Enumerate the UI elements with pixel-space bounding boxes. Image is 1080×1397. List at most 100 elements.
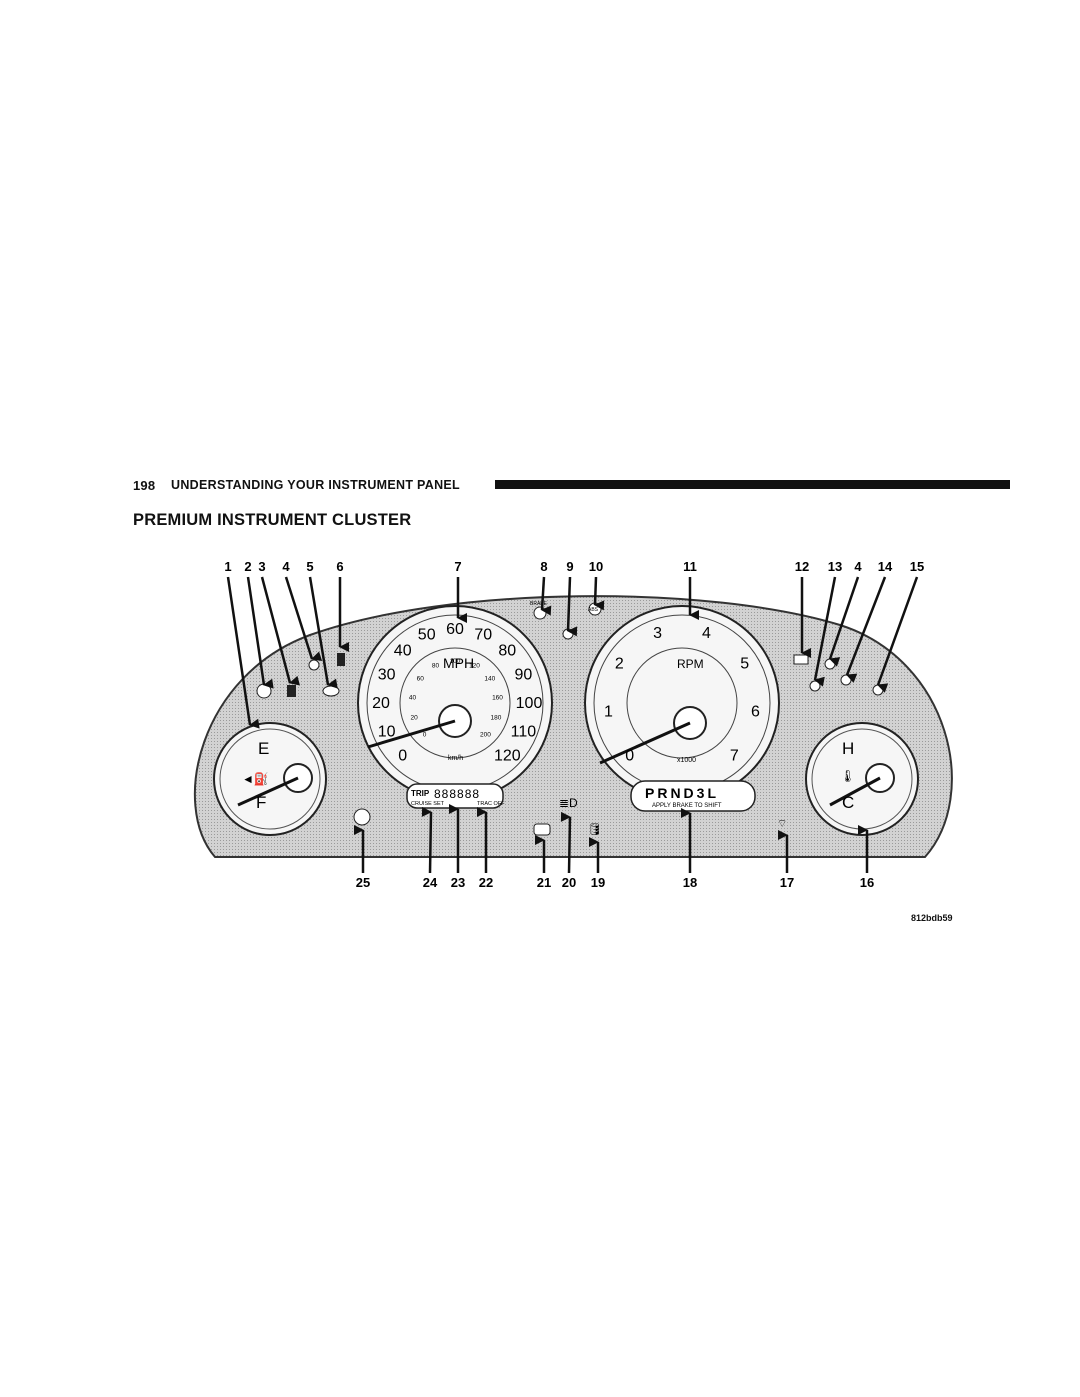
callout-leader: [845, 576, 887, 683]
prndl-gears: PRND3L: [645, 785, 719, 801]
callout-number: 9: [566, 559, 573, 574]
mph-tick-label: 110: [511, 723, 537, 740]
callout-number: 6: [336, 559, 343, 574]
tachometer-multiplier: x1000: [677, 757, 696, 764]
temperature-gauge: H C 🌡: [805, 722, 919, 836]
headlamp-icon: ≣D: [559, 796, 578, 810]
turn-signal-lamp: [872, 684, 884, 696]
tach-tick-label: 7: [730, 747, 739, 764]
figure-id: 812bdb59: [911, 913, 953, 923]
callout-leader: [421, 806, 433, 874]
mph-tick-label: 70: [474, 627, 492, 644]
mph-tick-label: 20: [372, 695, 390, 712]
coolant-icon: 🌡: [840, 769, 855, 783]
mph-tick-label: 100: [516, 695, 543, 712]
callout-number: 11: [683, 559, 697, 574]
door-ajar-lamp: [308, 659, 320, 671]
apply-brake-label: APPLY BRAKE TO SHIFT: [652, 803, 722, 809]
odometer-display: TRIP 888888 CRUISE SET TRAC OFF: [406, 783, 505, 809]
callout-leader: [560, 811, 572, 874]
tach-tick-label: 3: [653, 625, 662, 642]
washer-fluid-icon: ⌔: [777, 818, 787, 830]
mph-tick-label: 0: [398, 747, 407, 764]
seat-belt-lamp: [809, 680, 821, 692]
kmh-tick-label: 180: [490, 714, 501, 721]
callout-leader: [260, 576, 300, 686]
tachometer-rpm-unit: RPM: [677, 657, 704, 671]
abs-lamp-label: ABS: [588, 607, 599, 613]
callout-number: 17: [780, 875, 794, 890]
mph-tick-label: 40: [394, 643, 412, 660]
mph-tick-label: 90: [515, 667, 533, 684]
brake-lamp: [533, 606, 547, 620]
header-rule: [495, 480, 1010, 489]
callout-number: 3: [258, 559, 265, 574]
kmh-tick-label: 80: [432, 663, 440, 670]
page-title: PREMIUM INSTRUMENT CLUSTER: [133, 511, 412, 529]
callout-number: 24: [423, 875, 438, 890]
mph-tick-label: 30: [378, 667, 396, 684]
callout-number: 16: [860, 875, 874, 890]
page-header: 198 UNDERSTANDING YOUR INSTRUMENT PANEL: [133, 478, 1010, 493]
kmh-tick-label: 200: [480, 731, 491, 738]
callout-number: 13: [828, 559, 842, 574]
callout-number: 8: [540, 559, 547, 574]
mph-tick-label: 60: [446, 621, 464, 638]
tach-tick-label: 5: [740, 656, 749, 673]
fuel-gauge: E F ◄⛽: [213, 722, 327, 836]
callout-number: 5: [306, 559, 313, 574]
cruise-set-label: CRUISE SET: [411, 801, 445, 807]
callout-number: 15: [910, 559, 924, 574]
kmh-tick-label: 40: [409, 694, 417, 701]
callout-number: 7: [454, 559, 461, 574]
callout-number: 12: [795, 559, 809, 574]
callout-number: 4: [854, 559, 862, 574]
kmh-tick-label: 60: [417, 676, 425, 683]
kmh-tick-label: 160: [492, 694, 503, 701]
callout-number: 19: [591, 875, 605, 890]
callout-number: 2: [244, 559, 251, 574]
check-engine-lamp: [533, 823, 551, 836]
callout-number: 1: [224, 559, 231, 574]
callout-number: 21: [537, 875, 551, 890]
temp-cold-label: C: [842, 793, 854, 812]
tach-tick-label: 1: [604, 703, 613, 720]
callout-leader: [226, 576, 260, 729]
callout-leader: [593, 576, 605, 611]
callout-number: 25: [356, 875, 370, 890]
oil-pressure-icon: 🛢: [587, 822, 602, 836]
section-title: UNDERSTANDING YOUR INSTRUMENT PANEL: [171, 478, 460, 492]
callout-number: 22: [479, 875, 493, 890]
tach-tick-label: 4: [702, 625, 711, 642]
speedometer-kmh-unit: km/h: [448, 755, 463, 762]
callout-leader: [540, 576, 552, 616]
coolant-temp-lamp: [840, 674, 852, 686]
fuel-full-label: F: [256, 793, 266, 812]
kmh-tick-label: 100: [450, 658, 461, 665]
callout-leader: [308, 576, 338, 689]
callout-leader: [813, 576, 837, 687]
spare-lamp: [353, 808, 371, 826]
trac-off-label: TRAC OFF: [477, 801, 505, 807]
security-lamp: [337, 653, 345, 666]
kmh-tick-label: 0: [423, 731, 427, 738]
trip-label: TRIP: [411, 789, 430, 798]
odometer-digits: 888888: [434, 787, 480, 801]
tach-tick-label: 6: [751, 703, 760, 720]
temp-hot-label: H: [842, 739, 854, 758]
door-ajar-lamp-right: [824, 658, 836, 670]
tach-tick-label: 0: [625, 747, 634, 764]
low-fuel-lamp: [287, 685, 296, 697]
speedometer-mph-unit: MPH: [443, 655, 474, 671]
callout-number: 20: [562, 875, 576, 890]
callout-number: 18: [683, 875, 697, 890]
fuel-pump-icon: ◄⛽: [242, 772, 269, 786]
